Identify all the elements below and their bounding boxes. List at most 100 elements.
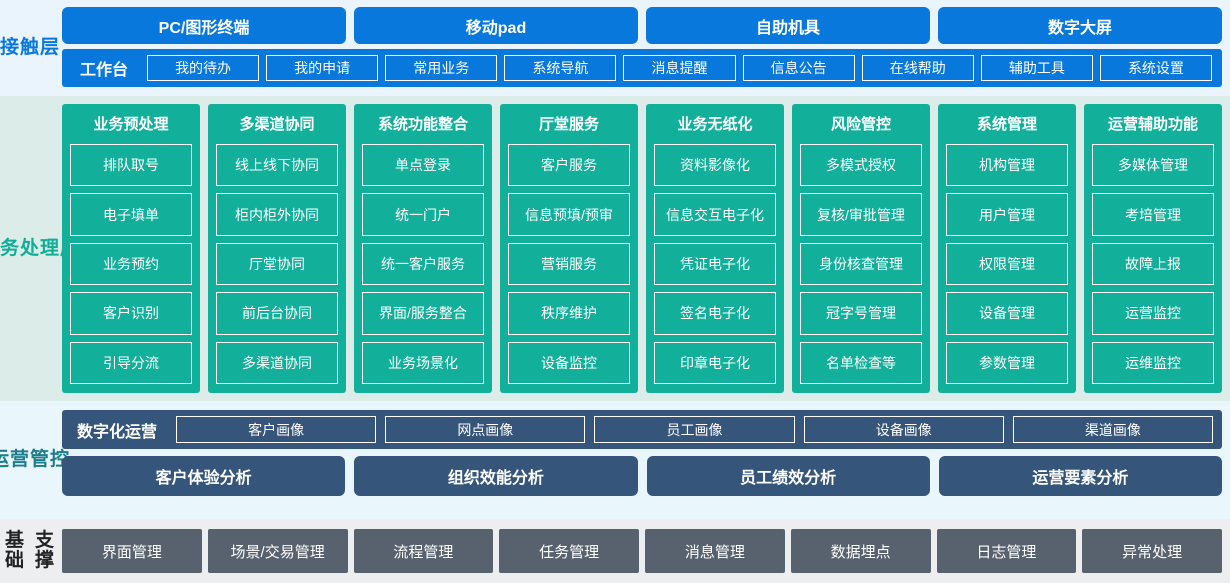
portrait-item-branch[interactable]: 网点画像 [385, 416, 586, 443]
business-cell[interactable]: 故障上报 [1092, 242, 1214, 286]
business-cell[interactable]: 引导分流 [70, 341, 192, 385]
business-cell[interactable]: 身份核查管理 [800, 242, 922, 286]
column-title: 系统功能整合 [377, 116, 468, 133]
digital-operations-row: 数字化运营 客户画像 网点画像 员工画像 设备画像 渠道画像 [62, 410, 1222, 449]
business-cell[interactable]: 设备监控 [508, 341, 630, 385]
business-cell[interactable]: 多媒体管理 [1092, 144, 1214, 187]
business-cell[interactable]: 印章电子化 [654, 341, 776, 385]
business-cell[interactable]: 界面/服务整合 [362, 292, 484, 335]
business-cell[interactable]: 签名电子化 [654, 292, 776, 335]
analysis-button-org-efficiency[interactable]: 组织效能分析 [354, 456, 638, 496]
business-cell[interactable]: 运维监控 [1092, 341, 1214, 385]
layer-operations-label-char-1: 营 [9, 449, 30, 471]
business-cell[interactable]: 业务预约 [70, 242, 192, 286]
layer-operations-label-char-2: 管 [30, 449, 51, 471]
analysis-button-customer-experience[interactable]: 客户体验分析 [62, 456, 346, 496]
column-title: 业务预处理 [93, 116, 169, 133]
business-cell[interactable]: 单点登录 [362, 144, 484, 187]
workbench-item-system-navigation[interactable]: 系统导航 [504, 55, 617, 81]
business-cell[interactable]: 统一客户服务 [362, 242, 484, 286]
layer-foundation-label-char-0: 基础 [4, 530, 25, 571]
business-cell[interactable]: 统一门户 [362, 193, 484, 236]
layer-contact-body: PC/图形终端 移动pad 自助机具 数字大屏 工作台 我的待办 我的申请 常用… [60, 0, 1230, 96]
business-column-system-integration: 系统功能整合 单点登录 统一门户 统一客户服务 界面/服务整合 业务场景化 [354, 104, 492, 393]
portrait-item-device[interactable]: 设备画像 [803, 416, 1004, 443]
business-cell[interactable]: 信息交互电子化 [654, 193, 776, 236]
layer-operations-body: 数字化运营 客户画像 网点画像 员工画像 设备画像 渠道画像 客户体验分析 组织… [60, 401, 1230, 519]
layer-operations: 运 营 管 控 数字化运营 客户画像 网点画像 员工画像 设备画像 渠道画像 客… [0, 401, 1230, 519]
foundation-button-message-management[interactable]: 消息管理 [645, 529, 785, 573]
business-cell[interactable]: 权限管理 [946, 242, 1068, 286]
layer-business-label: 业 务 处 理 层 [0, 96, 79, 401]
layer-contact-label: 接 触 层 [0, 0, 60, 96]
business-cell[interactable]: 冠字号管理 [800, 292, 922, 335]
business-cell[interactable]: 厅堂协同 [216, 242, 338, 286]
business-cell[interactable]: 名单检查等 [800, 341, 922, 385]
workbench-item-aux-tools[interactable]: 辅助工具 [980, 55, 1093, 81]
foundation-button-task-management[interactable]: 任务管理 [499, 529, 639, 573]
layer-contact: 接 触 层 PC/图形终端 移动pad 自助机具 数字大屏 工作台 我的待办 我… [0, 0, 1230, 96]
business-cell[interactable]: 考培管理 [1092, 193, 1214, 236]
foundation-button-scenario-transaction[interactable]: 场景/交易管理 [207, 529, 348, 573]
business-cell[interactable]: 业务场景化 [362, 341, 484, 385]
workbench-item-online-help[interactable]: 在线帮助 [861, 55, 974, 81]
layer-foundation-label-char-1: 支撑 [34, 530, 55, 571]
terminal-button-digital-screen[interactable]: 数字大屏 [938, 7, 1222, 44]
business-cell[interactable]: 营销服务 [508, 242, 630, 286]
business-cell[interactable]: 前后台协同 [216, 292, 338, 335]
business-cell[interactable]: 客户服务 [508, 144, 630, 187]
workbench-item-announcement[interactable]: 信息公告 [742, 55, 855, 81]
workbench-item-system-settings[interactable]: 系统设置 [1099, 55, 1212, 81]
layer-business-label-char-2: 处 [20, 237, 41, 259]
layer-business-body: 业务预处理 排队取号 电子填单 业务预约 客户识别 引导分流 多渠道协同 线上线… [60, 96, 1230, 401]
layer-operations-label-char-0: 运 [0, 450, 10, 470]
portrait-item-employee[interactable]: 员工画像 [594, 416, 795, 443]
analysis-row: 客户体验分析 组织效能分析 员工绩效分析 运营要素分析 [62, 456, 1222, 496]
business-cell[interactable]: 参数管理 [946, 341, 1068, 385]
layer-business-label-char-1: 务 [0, 237, 20, 259]
analysis-button-operation-factors[interactable]: 运营要素分析 [938, 456, 1222, 496]
business-cell[interactable]: 设备管理 [946, 292, 1068, 335]
portrait-item-customer[interactable]: 客户画像 [176, 416, 377, 443]
terminal-row: PC/图形终端 移动pad 自助机具 数字大屏 [62, 7, 1222, 44]
layer-business-label-char-3: 理 [40, 237, 61, 259]
business-cell[interactable]: 多模式授权 [800, 144, 922, 187]
terminal-button-pc[interactable]: PC/图形终端 [62, 7, 346, 44]
column-title: 多渠道协同 [239, 116, 315, 133]
business-cell[interactable]: 客户识别 [70, 292, 192, 335]
terminal-button-self-service[interactable]: 自助机具 [646, 7, 930, 44]
foundation-button-ui-management[interactable]: 界面管理 [62, 529, 202, 573]
portrait-item-channel[interactable]: 渠道画像 [1012, 416, 1214, 443]
layer-foundation-label: 基础 支撑 [0, 519, 60, 583]
business-cell[interactable]: 用户管理 [946, 193, 1068, 236]
business-cell[interactable]: 机构管理 [946, 144, 1068, 187]
workbench-item-common-business[interactable]: 常用业务 [385, 55, 498, 81]
terminal-button-mobile-pad[interactable]: 移动pad [354, 7, 638, 44]
column-title: 运营辅助功能 [1107, 116, 1198, 133]
business-cell[interactable]: 电子填单 [70, 193, 192, 236]
business-cell[interactable]: 凭证电子化 [654, 242, 776, 286]
foundation-row: 界面管理 场景/交易管理 流程管理 任务管理 消息管理 数据埋点 日志管理 异常… [62, 529, 1222, 573]
business-cell[interactable]: 多渠道协同 [216, 341, 338, 385]
workbench-item-my-application[interactable]: 我的申请 [266, 55, 379, 81]
foundation-button-exception-handling[interactable]: 异常处理 [1082, 529, 1222, 573]
business-column-operation-support: 运营辅助功能 多媒体管理 考培管理 故障上报 运营监控 运维监控 [1084, 104, 1222, 393]
business-cell[interactable]: 资料影像化 [654, 144, 776, 187]
column-title: 厅堂服务 [538, 116, 599, 133]
analysis-button-employee-performance[interactable]: 员工绩效分析 [646, 456, 930, 496]
workbench-item-message-alert[interactable]: 消息提醒 [623, 55, 736, 81]
business-cell[interactable]: 运营监控 [1092, 292, 1214, 335]
business-cell[interactable]: 秩序维护 [508, 292, 630, 335]
business-cell[interactable]: 复核/审批管理 [800, 193, 922, 236]
business-cell[interactable]: 排队取号 [70, 144, 192, 187]
foundation-button-log-management[interactable]: 日志管理 [936, 529, 1077, 573]
business-column-risk-control: 风险管控 多模式授权 复核/审批管理 身份核查管理 冠字号管理 名单检查等 [792, 104, 930, 393]
column-title: 风险管控 [830, 116, 891, 133]
business-cell[interactable]: 线上线下协同 [216, 144, 338, 187]
foundation-button-process-management[interactable]: 流程管理 [353, 529, 494, 573]
business-cell[interactable]: 信息预填/预审 [508, 193, 630, 236]
workbench-item-my-todo[interactable]: 我的待办 [147, 55, 260, 81]
foundation-button-data-tracking[interactable]: 数据埋点 [790, 529, 931, 573]
business-cell[interactable]: 柜内柜外协同 [216, 193, 338, 236]
